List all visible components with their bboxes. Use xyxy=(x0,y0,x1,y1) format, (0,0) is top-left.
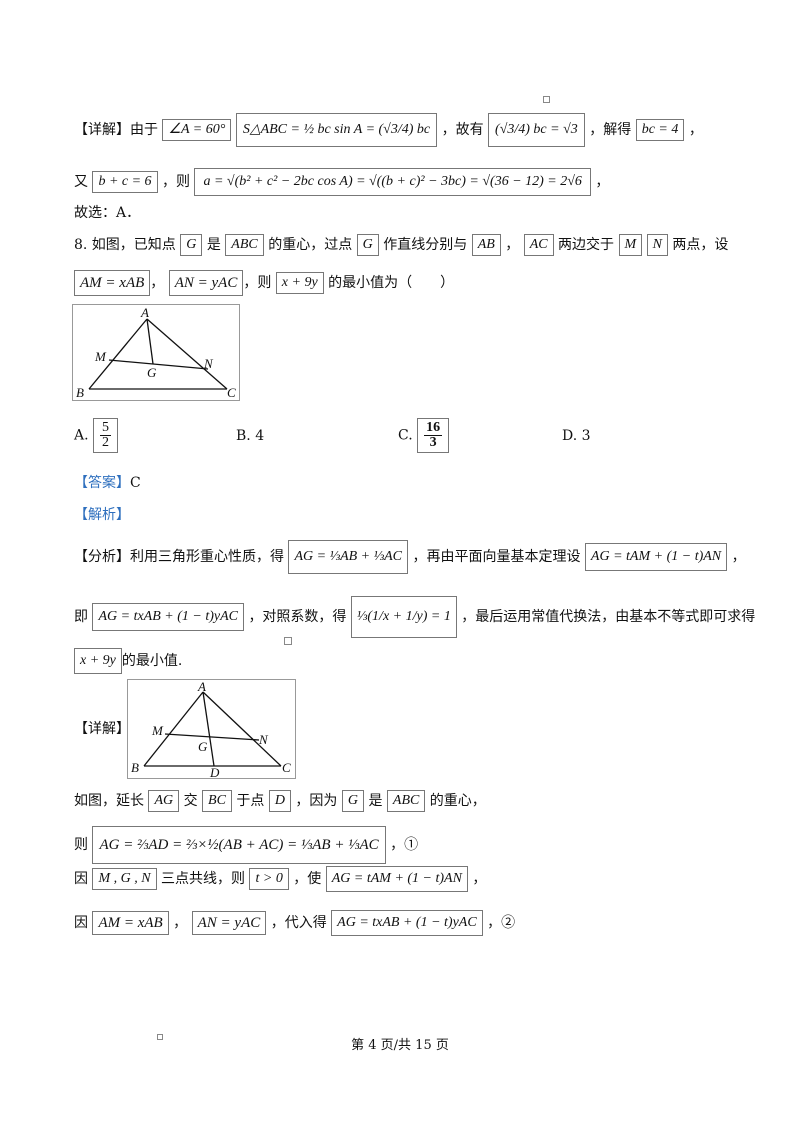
detail-tag: 【详解】 xyxy=(74,122,130,138)
label-A: A xyxy=(140,305,149,320)
math-D: D xyxy=(268,790,291,812)
math-G: G xyxy=(180,234,203,256)
label-G: G xyxy=(147,365,157,380)
label-B: B xyxy=(76,385,84,400)
math-target: x + 9y xyxy=(275,272,324,294)
label-C: C xyxy=(227,385,236,400)
math-AN: AN = yAC xyxy=(191,911,267,935)
triangle-figure-2: A B C M N G D xyxy=(127,679,296,780)
label-M: M xyxy=(94,349,107,364)
marker-square xyxy=(284,637,292,645)
q8-line2: AM = xAB， AN = yAC，则 x + 9y 的最小值为（ ） xyxy=(74,270,454,296)
q8-line1: 8. 如图，已知点 G 是 ABC 的重心，过点 G 作直线分别与 AB ， A… xyxy=(74,234,728,256)
option-d[interactable]: D. 3 xyxy=(562,428,591,444)
label-N: N xyxy=(258,732,269,747)
math-AM: AM = xAB xyxy=(74,270,151,296)
math-coefficient-equation: ⅓(1/x + 1/y) = 1 xyxy=(350,596,457,638)
detail2-line4: 因 AM = xAB ， AN = yAC ，代入得 AG = txAB + (… xyxy=(74,910,515,936)
math-BC: BC xyxy=(202,790,232,812)
analysis-tag: 【解析】 xyxy=(74,507,130,523)
detail2-line2: 则 AG = ⅔AD = ⅔×½(AB + AC) = ⅓AB + ⅓AC ，① xyxy=(74,826,418,864)
math-equation: (√3/4) bc = √3 xyxy=(488,113,585,147)
triangle-figure: A B C M N G xyxy=(72,304,240,401)
math-points: M , G , N xyxy=(92,868,157,890)
answer-line: 【答案】C xyxy=(74,475,141,491)
math-G: G xyxy=(341,790,364,812)
marker-square xyxy=(543,96,550,103)
math-ABC: ABC xyxy=(386,790,426,812)
math-AG: AG xyxy=(148,790,180,812)
math-substitution: AG = txAB + (1 − t)yAC xyxy=(331,910,483,936)
detail2-line3: 因 M , G , N 三点共线，则 t > 0 ，使 AG = tAM + (… xyxy=(74,866,486,892)
triangle-diagram: A B C M N G xyxy=(76,305,236,400)
page-footer: 第 4 页/共 15 页 xyxy=(351,1038,449,1053)
math-AM: AM = xAB xyxy=(92,911,169,935)
math-collinear: AG = tAM + (1 − t)AN xyxy=(584,543,728,571)
option-b[interactable]: B. 4 xyxy=(236,428,265,444)
answer-tag: 【答案】 xyxy=(74,475,130,491)
label-G: G xyxy=(198,739,208,754)
label-N: N xyxy=(203,356,214,371)
detail1b-line: 又 b + c = 6 ，则 a = √(b² + c² − 2bc cos A… xyxy=(74,168,609,196)
label-B: B xyxy=(131,760,139,775)
choose-line: 故选：A． xyxy=(74,205,141,221)
detail1-line: 【详解】由于 ∠A = 60° S△ABC = ½ bc sin A = (√3… xyxy=(74,113,703,147)
analysis-line2: 即 AG = txAB + (1 − t)yAC ，对照系数，得 ⅓(1/x +… xyxy=(74,596,755,638)
label-A: A xyxy=(197,680,206,694)
math-sum: b + c = 6 xyxy=(92,171,158,193)
math-collinear: AG = tAM + (1 − t)AN xyxy=(325,866,468,892)
math-centroid-vector: AG = ⅓AB + ⅓AC xyxy=(288,540,409,574)
math-substitution: AG = txAB + (1 − t)yAC xyxy=(92,603,244,631)
math-ABC: ABC xyxy=(225,234,264,256)
math-t-positive: t > 0 xyxy=(249,868,289,890)
math-result: bc = 4 xyxy=(635,119,685,141)
math-G: G xyxy=(356,234,379,256)
math-angle: ∠A = 60° xyxy=(162,119,232,141)
detail2-line1: 如图，延长 AG 交 BC 于点 D ，因为 G 是 ABC 的重心， xyxy=(74,790,486,812)
marker-square xyxy=(157,1034,163,1040)
label-D: D xyxy=(209,765,220,778)
triangle-diagram-2: A B C M N G D xyxy=(131,679,291,780)
math-AC: AC xyxy=(523,234,554,256)
detail2-tag: 【详解】 xyxy=(74,721,130,737)
math-centroid-derivation: AG = ⅔AD = ⅔×½(AB + AC) = ⅓AB + ⅓AC xyxy=(92,826,386,864)
math-AB: AB xyxy=(471,234,501,256)
math-area-formula: S△ABC = ½ bc sin A = (√3/4) bc xyxy=(235,113,438,147)
math-AN: AN = yAC xyxy=(168,270,244,296)
math-cosine-law: a = √(b² + c² − 2bc cos A) = √((b + c)² … xyxy=(194,168,591,196)
math-M: M xyxy=(618,234,643,256)
analysis-line1: 【分析】利用三角形重心性质，得 AG = ⅓AB + ⅓AC ，再由平面向量基本… xyxy=(74,540,746,574)
label-C: C xyxy=(282,760,291,775)
math-N: N xyxy=(646,234,668,256)
label-M: M xyxy=(151,723,164,738)
math-target: x + 9y xyxy=(74,648,122,674)
